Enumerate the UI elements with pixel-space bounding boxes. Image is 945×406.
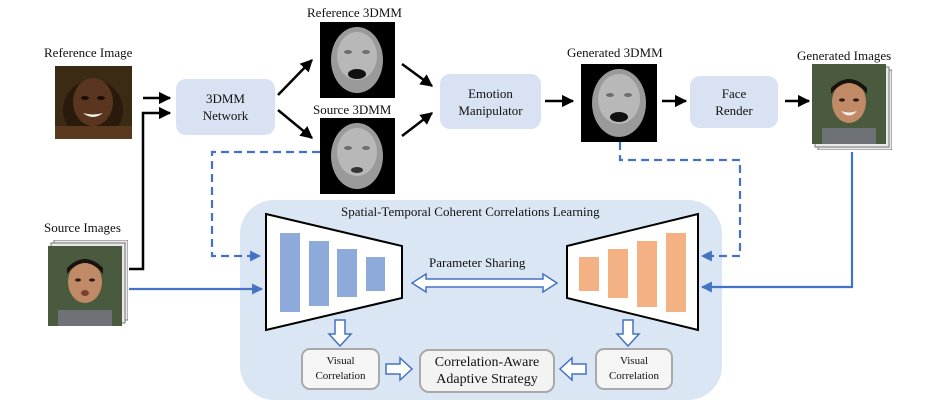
decoder-bar-1 xyxy=(579,257,599,291)
ca-line-2: Adaptive Strategy xyxy=(436,372,538,387)
visual-correlation-left: Visual Correlation xyxy=(301,348,380,390)
arrow-src3dmm-to-emotion xyxy=(401,112,433,137)
visual-right-to-ca-arrow xyxy=(558,356,587,382)
encoder-down-arrow xyxy=(327,319,353,348)
generated-3dmm-render xyxy=(581,64,657,142)
source-3dmm-label: Source 3DMM xyxy=(313,102,392,117)
arrow-generated-to-decoder xyxy=(700,152,854,293)
visual-left-line-2: Correlation xyxy=(315,370,366,382)
module-title: Spatial-Temporal Coherent Correlations L… xyxy=(341,204,600,219)
visual-left-to-ca-arrow xyxy=(385,356,414,382)
render-line-1: Face xyxy=(721,86,747,101)
visual-correlation-right: Visual Correlation xyxy=(595,348,673,390)
encoder-bar-1 xyxy=(280,233,300,312)
decoder-trapezoid xyxy=(566,212,699,332)
network-line-2: Network xyxy=(202,108,249,123)
reference-face-photo xyxy=(55,66,132,139)
emotion-manipulator-box: Emotion Manipulator xyxy=(440,74,541,129)
source-images-label: Source Images xyxy=(44,220,121,235)
dashed-src3dmm-to-encoder xyxy=(210,150,320,262)
dashed-gen3dmm-to-decoder xyxy=(618,142,742,262)
emotion-line-1: Emotion xyxy=(468,85,513,101)
network-line-1: 3DMM xyxy=(205,91,245,106)
ca-line-1: Correlation-Aware xyxy=(434,355,540,370)
reference-3dmm-render xyxy=(320,22,395,98)
emotion-line-2: Manipulator xyxy=(458,102,523,118)
visual-right-line-1: Visual xyxy=(619,355,649,367)
arrow-source-to-network xyxy=(129,106,172,271)
decoder-down-arrow xyxy=(615,319,641,348)
render-line-2: Render xyxy=(715,103,753,118)
encoder-bar-2 xyxy=(309,241,329,306)
3dmm-network-box: 3DMM Network xyxy=(176,79,275,135)
arrow-network-to-ref3dmm xyxy=(277,59,313,96)
encoder-bar-3 xyxy=(337,249,357,297)
reference-3dmm-label: Reference 3DMM xyxy=(307,5,402,20)
source-3dmm-render xyxy=(320,118,395,194)
source-images-stack xyxy=(48,240,128,326)
decoder-bar-4 xyxy=(666,233,686,312)
generated-images-label: Generated Images xyxy=(797,48,892,63)
decoder-bar-3 xyxy=(637,241,657,307)
face-render-box: Face Render xyxy=(690,76,778,128)
visual-left-line-1: Visual xyxy=(326,355,355,367)
generated-3dmm-label: Generated 3DMM xyxy=(567,45,663,60)
arrow-network-to-src3dmm xyxy=(277,109,313,139)
parameter-sharing-arrow xyxy=(410,272,559,294)
visual-right-line-2: Correlation xyxy=(608,370,660,382)
correlation-aware-box: Correlation-Aware Adaptive Strategy xyxy=(419,349,555,393)
arrow-ref3dmm-to-emotion xyxy=(401,62,434,88)
decoder-bar-2 xyxy=(608,249,628,298)
parameter-sharing-label: Parameter Sharing xyxy=(429,255,526,270)
encoder-bar-4 xyxy=(366,257,385,291)
generated-images-stack xyxy=(812,64,892,150)
reference-image-label: Reference Image xyxy=(44,45,133,60)
